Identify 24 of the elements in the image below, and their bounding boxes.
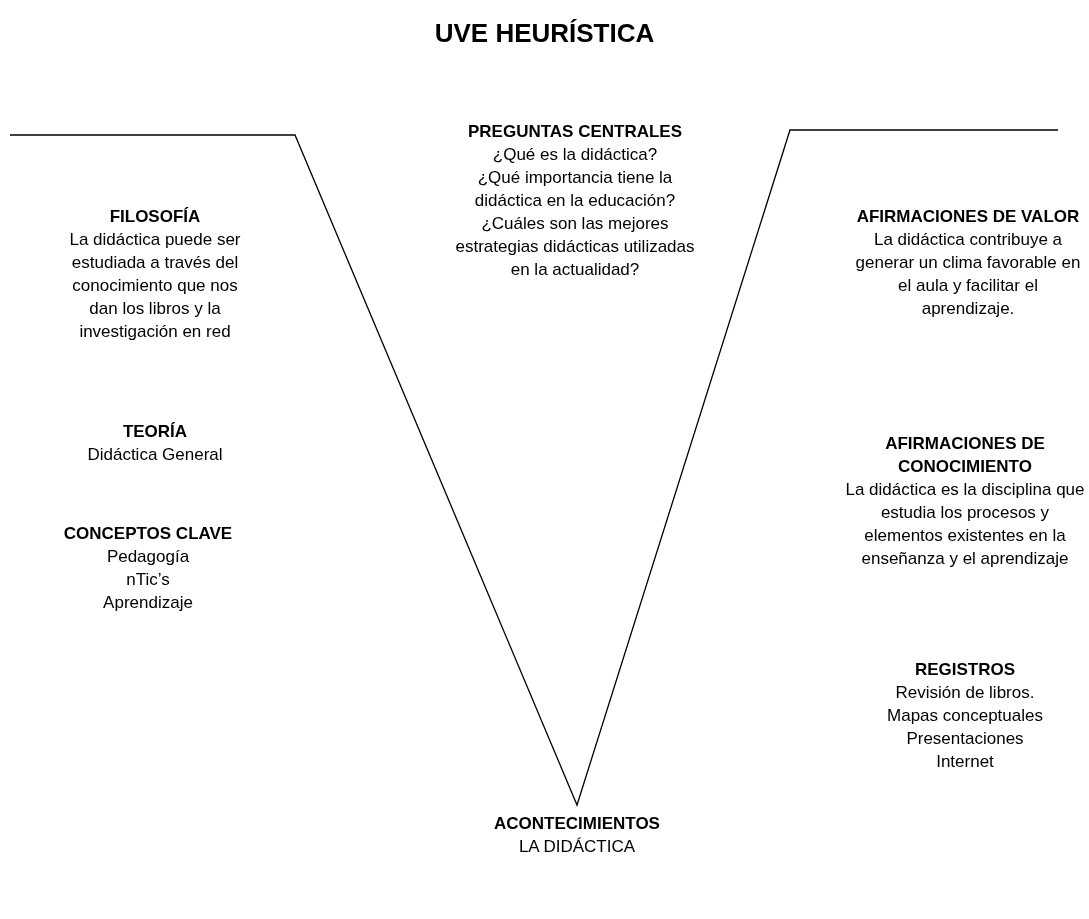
list-item: Aprendizaje: [102, 592, 194, 614]
section-text: La didáctica contribuye a generar un clima favorable en el aula y facilitar el aprendizaje.: [854, 229, 1082, 320]
list-item: nTic’s: [125, 569, 171, 591]
list-item: Mapas conceptuales: [886, 705, 1044, 727]
section-heading: TEORÍA: [121, 421, 189, 443]
section-text: La didáctica puede ser estudiada a través del conocimiento que nos dan los libros y la investigación en red: [68, 229, 242, 343]
list-item: Internet: [935, 751, 995, 773]
question-text: ¿Qué es la didáctica?: [491, 144, 659, 166]
section-text: LA DIDÁCTICA: [517, 836, 637, 858]
question-text: ¿Qué importancia tiene la didáctica en la educación?: [473, 167, 677, 212]
section-heading: AFIRMACIONES DE VALOR: [855, 206, 1081, 228]
section-heading: FILOSOFÍA: [108, 206, 202, 228]
section-heading: CONCEPTOS CLAVE: [62, 523, 234, 545]
list-item: Presentaciones: [905, 728, 1025, 750]
question-text: ¿Cuáles son las mejores estrategias didácticas utilizadas en la actualidad?: [454, 213, 696, 281]
section-heading: REGISTROS: [913, 659, 1017, 681]
section-heading: ACONTECIMIENTOS: [493, 813, 661, 835]
list-item: Pedagogía: [105, 546, 191, 568]
list-item: Revisión de libros.: [894, 682, 1036, 704]
section-text: Didáctica General: [86, 444, 224, 466]
section-heading: AFIRMACIONES DE CONOCIMIENTO: [884, 433, 1046, 478]
section-heading: PREGUNTAS CENTRALES: [466, 121, 684, 143]
section-text: La didáctica es la disciplina que estudia los procesos y elementos existentes en la enseñanza y el aprendizaje: [844, 479, 1086, 570]
diagram-title: UVE HEURÍSTICA: [433, 18, 656, 49]
